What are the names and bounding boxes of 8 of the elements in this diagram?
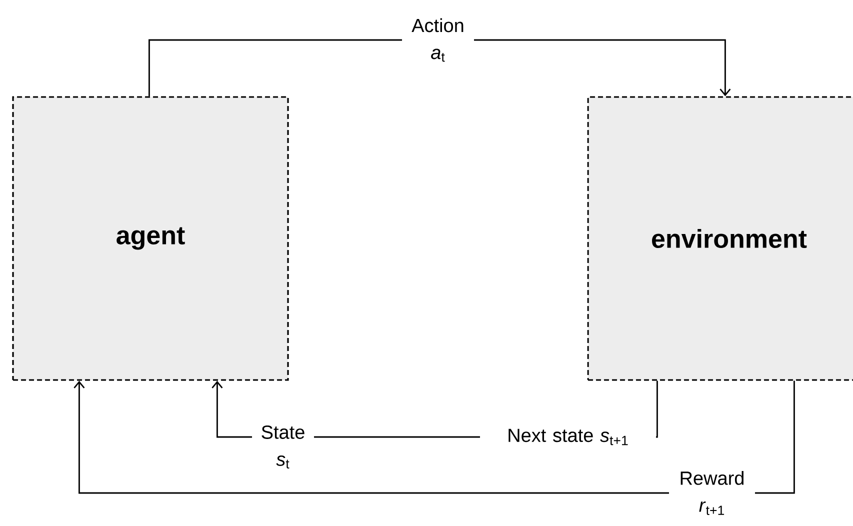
arrow [74, 380, 795, 494]
edge-label: Next state s$_{t+1}$ [480, 426, 656, 448]
edge-label: Action a$_{t}$ [402, 15, 474, 65]
dashed-box: agent [12, 96, 289, 381]
arrow [148, 39, 731, 96]
line-label: State s$_{t}$ [252, 422, 314, 472]
edge-label: Reward r$_{t+1}$ [669, 468, 755, 518]
dashed-box: environment [587, 96, 853, 381]
